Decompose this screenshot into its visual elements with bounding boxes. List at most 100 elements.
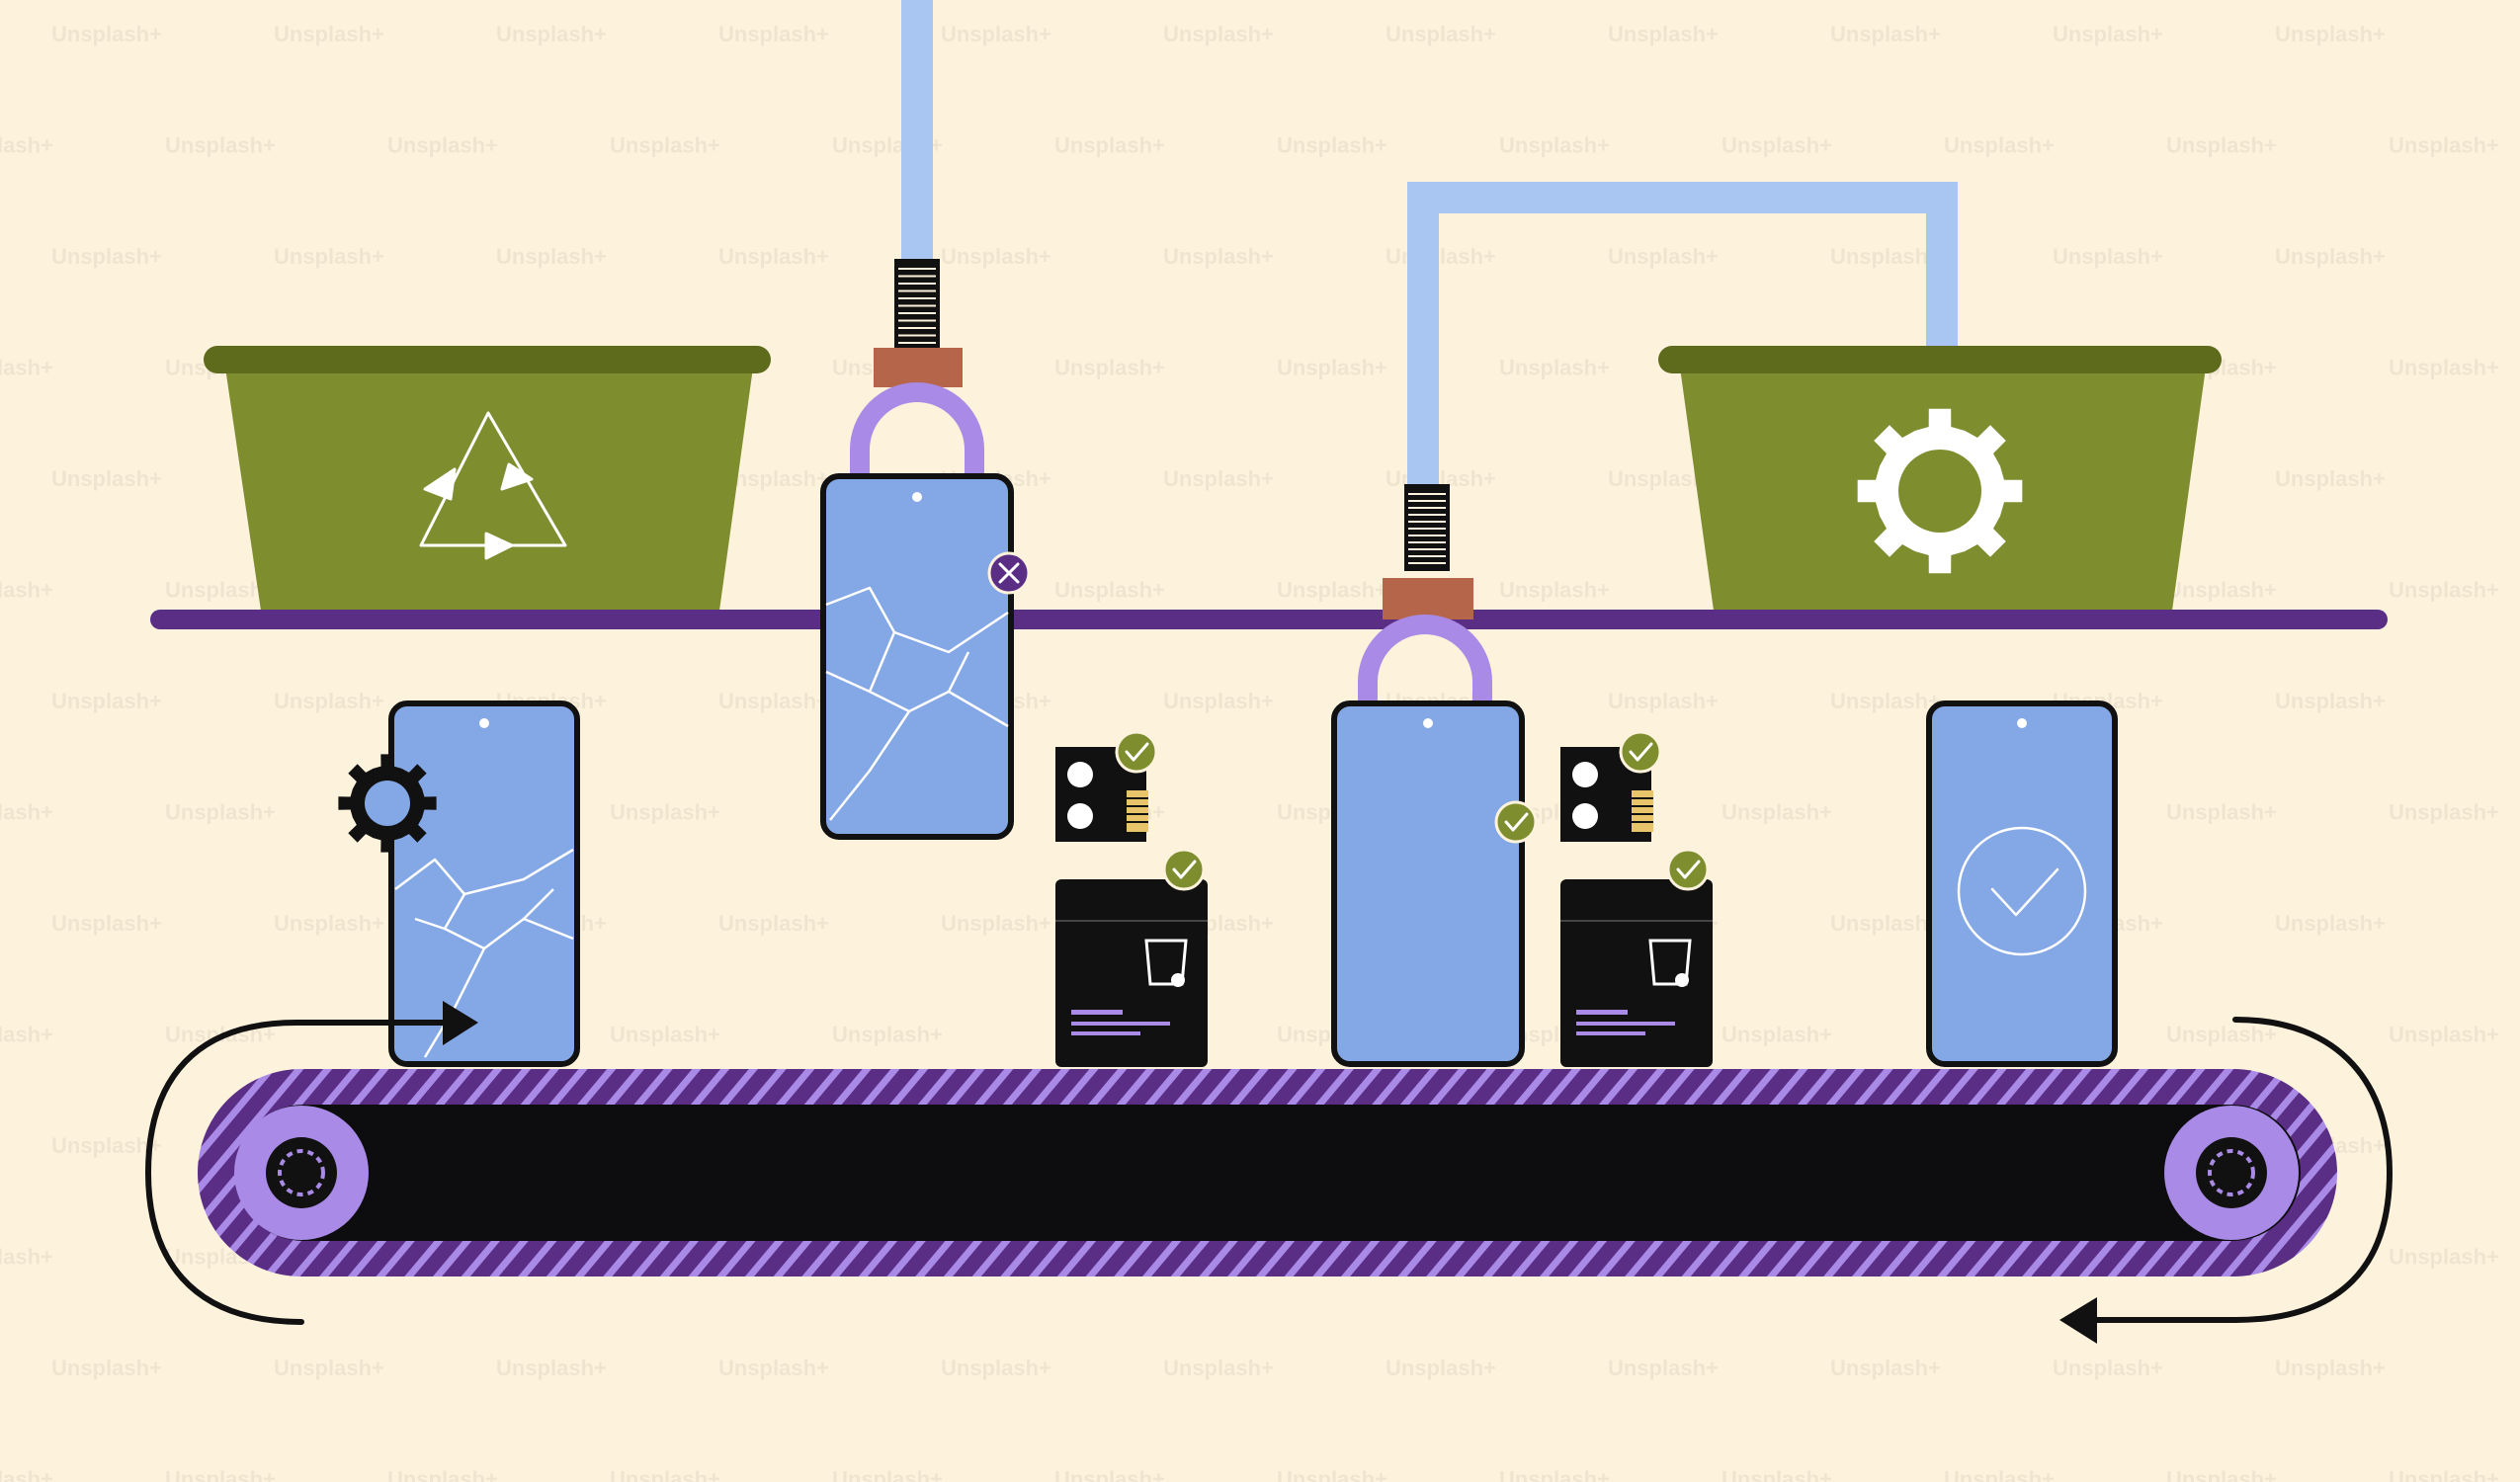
watermark-text: Unsplash+	[51, 466, 162, 491]
cable-left	[901, 0, 933, 262]
watermark-text: Unsplash+	[2275, 466, 2386, 491]
watermark-text: Unsplash+	[1608, 689, 1719, 713]
recycle-bin-rim	[204, 346, 771, 373]
components-group-2	[1560, 730, 1713, 1067]
camera-module	[1055, 747, 1148, 842]
watermark-text: Unsplash+	[718, 911, 829, 936]
watermark-text: Unsplash+	[1277, 1467, 1387, 1482]
check-icon	[1172, 860, 1197, 879]
check-icon	[1676, 860, 1701, 879]
watermark-text: Unsplash+	[941, 244, 1051, 269]
watermark-text: Unsplash+	[2166, 1023, 2277, 1047]
watermark-text: Unsplash+	[2275, 911, 2386, 936]
watermark-text: Unsplash+	[1163, 466, 1274, 491]
phone-body	[1926, 700, 2118, 1067]
inspection-arm-right	[1331, 484, 1538, 1067]
watermark-text: Unsplash+	[2389, 133, 2499, 158]
watermark-text: Unsplash+	[1054, 133, 1165, 158]
watermark-text: Unsplash+	[1608, 1356, 1719, 1380]
watermark-text: Unsplash+	[1499, 356, 1610, 380]
check-icon	[1504, 812, 1529, 832]
ok-badge	[1619, 730, 1662, 774]
watermark-text: Unsplash+	[0, 133, 53, 158]
watermark-text: Unsplash+	[0, 1023, 53, 1047]
watermark-text: Unsplash+	[2389, 1467, 2499, 1482]
watermark-text: Unsplash+	[51, 1356, 162, 1380]
arrow-head-left	[2059, 1297, 2097, 1344]
phone-camera	[2017, 718, 2027, 728]
watermark-text: Unsplash+	[1722, 800, 1832, 825]
phone-body	[388, 700, 580, 1067]
watermark-text: Unsplash+	[610, 1023, 720, 1047]
watermark-text: Unsplash+	[2389, 1245, 2499, 1270]
ok-badge	[1494, 800, 1538, 844]
watermark-text: Unsplash+	[1163, 1356, 1274, 1380]
watermark-text: Unsplash+	[0, 578, 53, 603]
watermark-text: Unsplash+	[2389, 578, 2499, 603]
watermark-text: Unsplash+	[274, 1356, 384, 1380]
battery-module	[1560, 879, 1713, 1067]
watermark-text: Unsplash+	[1054, 356, 1165, 380]
recycle-bin-body	[225, 368, 753, 611]
hook-right	[1358, 615, 1492, 751]
watermark-text: Unsplash+	[1830, 911, 1941, 936]
phone-camera	[1423, 718, 1433, 728]
arrow-icon	[2082, 1017, 2394, 1323]
crack-lines	[825, 586, 1009, 821]
watermark-text: Unsplash+	[274, 689, 384, 713]
overhead-cables	[901, 0, 1958, 484]
watermark-text: Unsplash+	[274, 911, 384, 936]
watermark-text: Unsplash+	[496, 1356, 607, 1380]
watermark-text: Unsplash+	[2053, 244, 2163, 269]
watermark-text: Unsplash+	[165, 1467, 276, 1482]
ok-badge	[1115, 730, 1158, 774]
watermark-text: Unsplash+	[1054, 578, 1165, 603]
watermark-text: Unsplash+	[832, 1023, 943, 1047]
watermark-text: Unsplash+	[1944, 133, 2055, 158]
watermark-text: Unsplash+	[2166, 133, 2277, 158]
watermark-text: Unsplash+	[2166, 578, 2277, 603]
watermark-text: Unsplash+	[1163, 689, 1274, 713]
ok-badge	[1666, 848, 1710, 891]
watermark-text: Unsplash+	[1499, 133, 1610, 158]
watermark-text: Unsplash+	[941, 1356, 1051, 1380]
watermark-text: Unsplash+	[1499, 1467, 1610, 1482]
watermark-text: Unsplash+	[51, 244, 162, 269]
phone-camera	[479, 718, 489, 728]
recycle-bin	[204, 346, 771, 611]
watermark-text: Unsplash+	[718, 1356, 829, 1380]
arrow-icon	[144, 1020, 453, 1325]
watermark-text: Unsplash+	[1830, 22, 1941, 46]
watermark-text: Unsplash+	[2275, 689, 2386, 713]
phone-approved	[1926, 700, 2118, 1067]
watermark-text: Unsplash+	[1163, 22, 1274, 46]
phone-camera	[912, 492, 922, 502]
watermark-text: Unsplash+	[0, 800, 53, 825]
watermark-text: Unsplash+	[165, 133, 276, 158]
watermark-text: Unsplash+	[941, 22, 1051, 46]
watermark-text: Unsplash+	[496, 244, 607, 269]
connector-right	[1383, 578, 1473, 619]
gear-icon	[1857, 408, 2023, 574]
close-icon	[998, 562, 1020, 584]
gear-hole	[365, 781, 410, 826]
roller-right	[2164, 1106, 2299, 1240]
hook-left	[850, 382, 984, 529]
phone-cracked-hanging	[820, 473, 1014, 840]
watermark-text: Unsplash+	[718, 689, 829, 713]
watermark-text: Unsplash+	[1386, 22, 1496, 46]
repair-bin	[1658, 346, 2222, 611]
arrow-head-right	[443, 1001, 478, 1045]
watermark-text: Unsplash+	[1499, 578, 1610, 603]
watermark-text: Unsplash+	[51, 911, 162, 936]
watermark-text: Unsplash+	[2166, 800, 2277, 825]
battery-module	[1055, 879, 1208, 1067]
watermark-text: Unsplash+	[51, 22, 162, 46]
watermark-text: Unsplash+	[1722, 133, 1832, 158]
watermark-text: Unsplash+	[51, 1133, 162, 1158]
watermark-text: Unsplash+	[1830, 689, 1941, 713]
watermark-text: Unsplash+	[1722, 1467, 1832, 1482]
cable-right	[1407, 182, 1958, 484]
watermark-text: Unsplash+	[1386, 244, 1496, 269]
gear-hole	[1898, 450, 1981, 533]
